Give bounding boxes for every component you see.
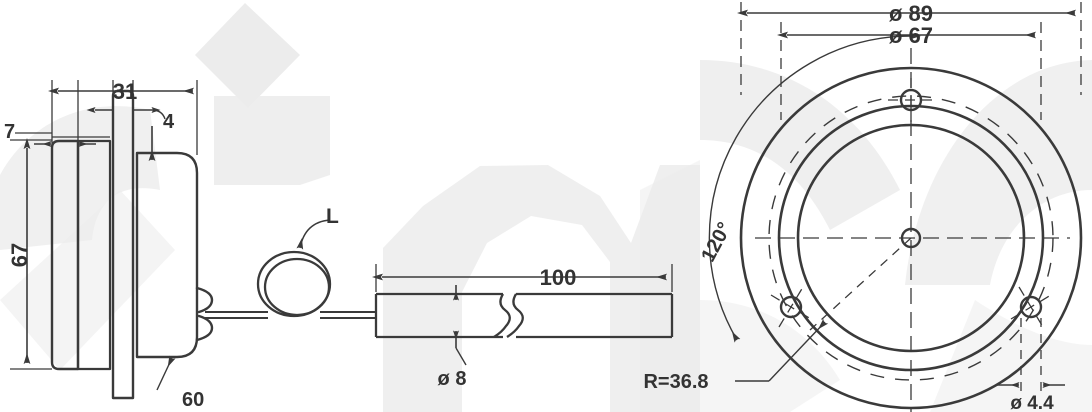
dim-31-label: 31 bbox=[113, 79, 137, 104]
radius-leader-arc bbox=[809, 237, 912, 331]
dim-67-label: 67 bbox=[7, 243, 32, 267]
side-view-dimensions bbox=[10, 80, 198, 391]
dim-d89-label: ø 89 bbox=[889, 1, 933, 26]
cable-segment-right bbox=[320, 311, 376, 319]
dim-7-label: 7 bbox=[4, 121, 15, 143]
bolt-hole-lower-right bbox=[1019, 295, 1043, 319]
dim-60-label: 60 bbox=[182, 389, 204, 411]
loop-label-leader bbox=[296, 219, 331, 250]
dim-d67-label: ø 67 bbox=[889, 23, 933, 48]
dim-100-label: 100 bbox=[540, 265, 577, 290]
cable-diameter-dimension bbox=[453, 285, 467, 366]
loop-L-label: L bbox=[326, 205, 339, 228]
cable-segment-left bbox=[205, 311, 268, 319]
side-view-labels: 31 4 7 67 60 bbox=[4, 79, 204, 411]
angle-120-label: 120° bbox=[697, 219, 736, 266]
cable-loop bbox=[256, 250, 332, 318]
dim-4-label: 4 bbox=[163, 111, 175, 133]
sensor-body bbox=[135, 151, 199, 359]
strain-relief-lower bbox=[195, 314, 214, 342]
angle-arc-outer bbox=[708, 32, 921, 343]
radius-label: R=36.8 bbox=[643, 371, 708, 393]
cable-length-dimension bbox=[372, 264, 673, 292]
dim-d8-label: ø 8 bbox=[438, 368, 467, 390]
mounting-plate bbox=[76, 139, 112, 371]
front-view-dimensions bbox=[708, 2, 1082, 396]
radius-leader bbox=[768, 318, 829, 382]
strain-relief-upper bbox=[195, 286, 214, 314]
cable-body bbox=[374, 292, 674, 339]
dim-d44-label: ø 4.4 bbox=[1010, 393, 1054, 412]
